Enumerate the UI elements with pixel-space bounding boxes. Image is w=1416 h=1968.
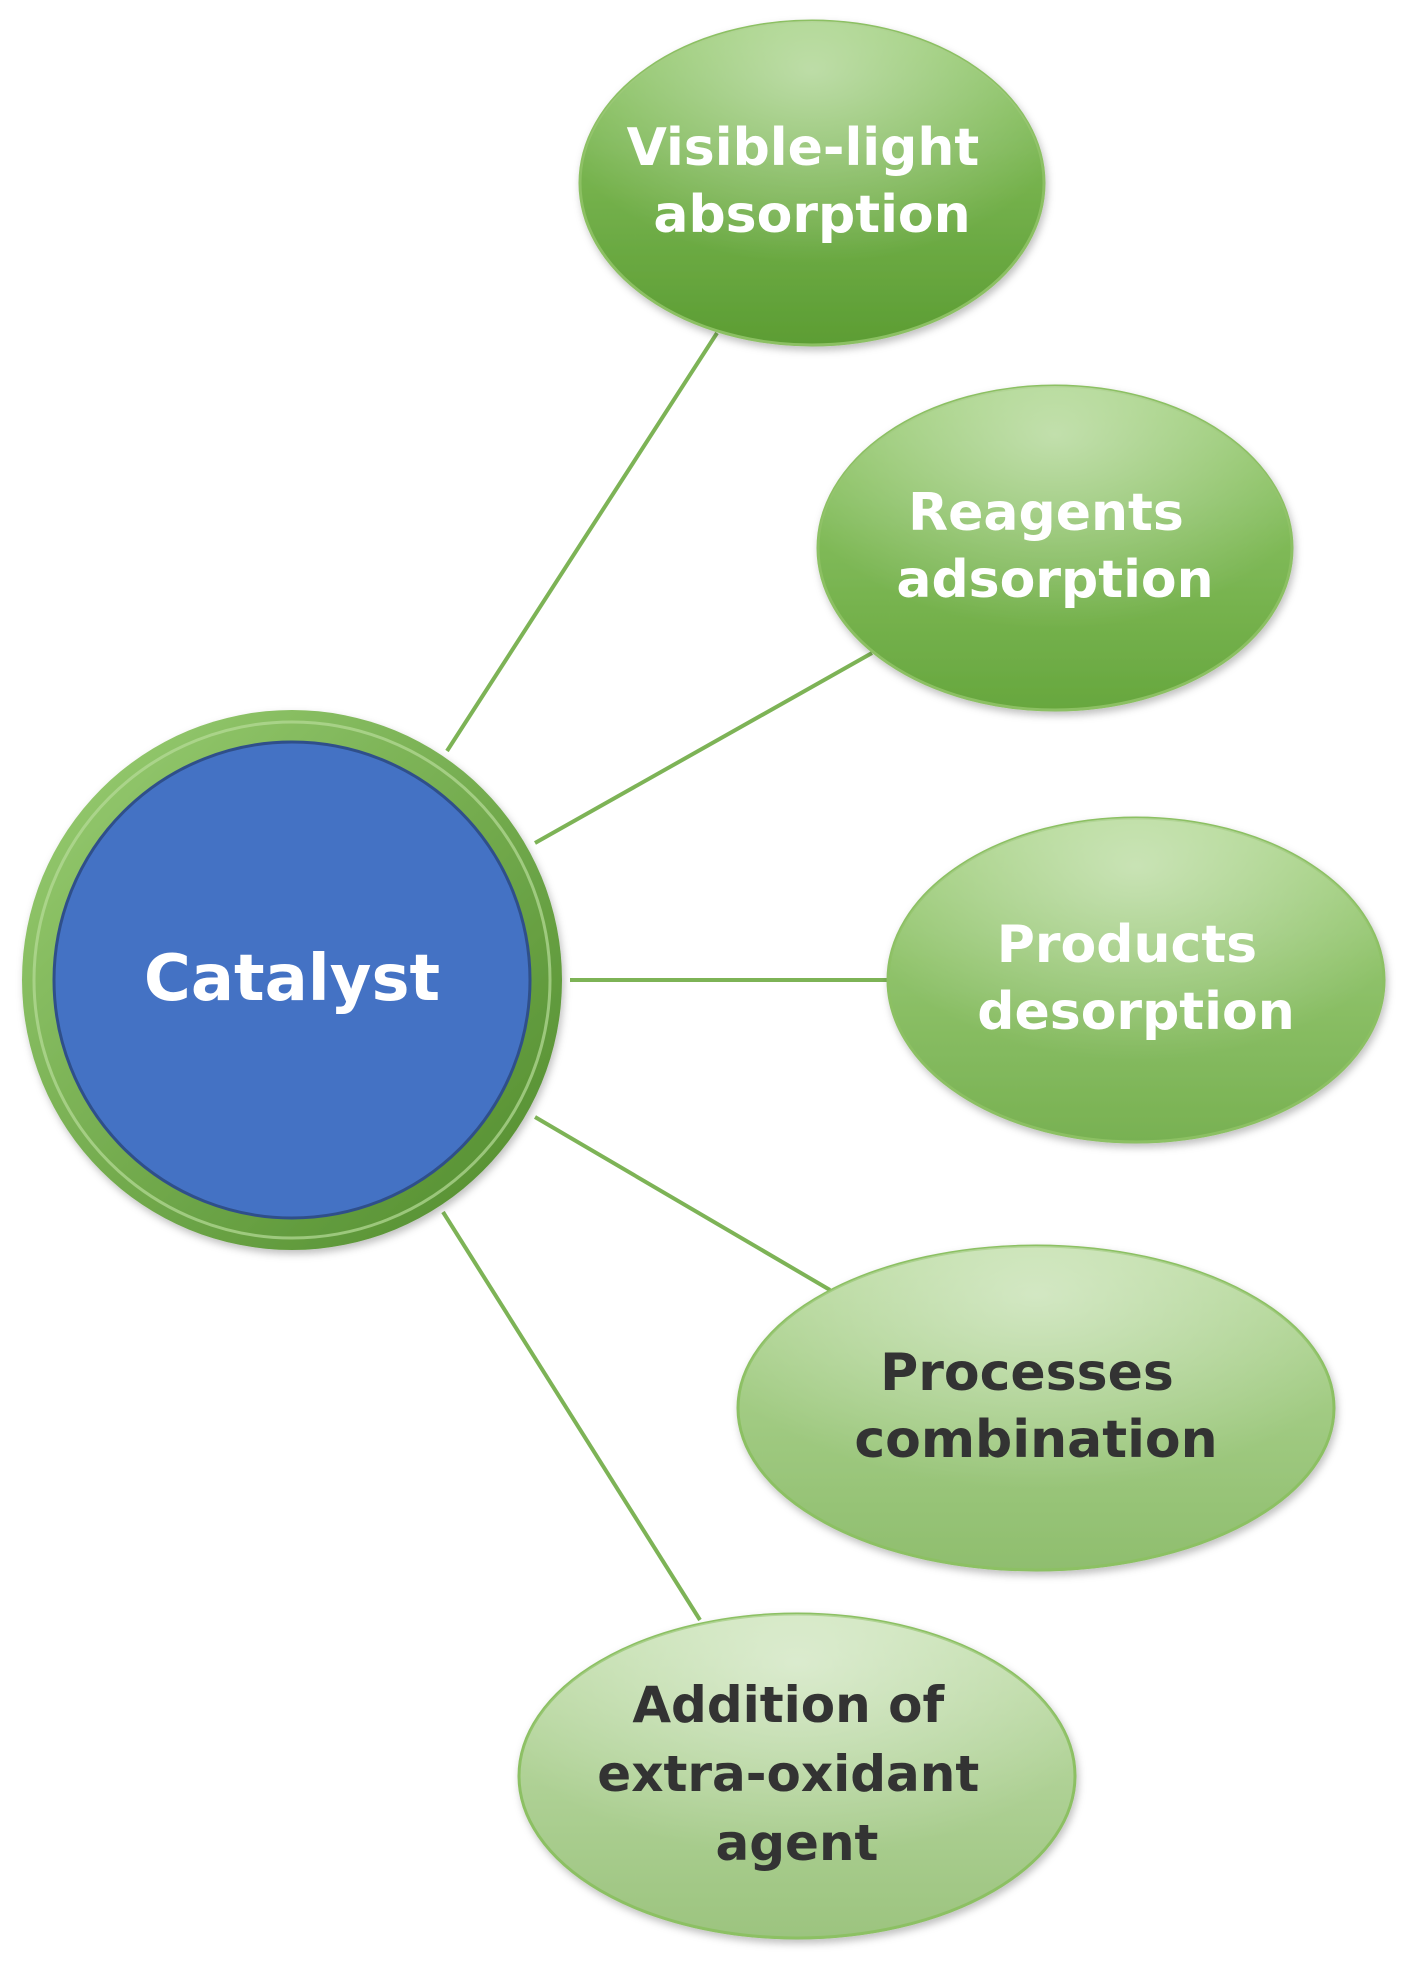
node-label-line: adsorption [896, 550, 1213, 610]
node-label-line: Processes [880, 1343, 1174, 1403]
connector-line [441, 1210, 702, 1622]
catalyst-core [52, 740, 532, 1220]
node-label: Visible-light absorption [627, 118, 998, 245]
node-label-line: Visible-light [627, 118, 980, 178]
node-label-line: desorption [977, 982, 1294, 1042]
node-label-line: Products [997, 915, 1257, 975]
node-reagents-adsorption: Reagents adsorption [816, 384, 1294, 712]
node-label: Addition of extra-oxidant agent [597, 1676, 996, 1872]
node-label: Reagents adsorption [896, 483, 1213, 610]
node-processes-combination: Processes combination [736, 1244, 1336, 1572]
node-label: Processes combination [854, 1343, 1217, 1470]
node-addition-of-extra-oxidant-agent: Addition of extra-oxidant agent [517, 1612, 1077, 1940]
node-label-line: absorption [653, 185, 970, 245]
node-label-line: combination [854, 1410, 1217, 1470]
catalyst-node: Catalyst [22, 710, 562, 1250]
node-products-desorption: Products desorption [886, 816, 1386, 1144]
node-label-line: extra-oxidant [597, 1745, 979, 1803]
node-label-line: agent [716, 1814, 879, 1872]
connector-line [445, 331, 719, 753]
node-label-line: Reagents [908, 483, 1184, 543]
node-label: Products desorption [977, 915, 1294, 1042]
node-label-line: Addition of [632, 1676, 945, 1734]
connector-line [533, 1115, 832, 1292]
catalyst-label: Catalyst [144, 942, 440, 1016]
connectors [441, 331, 888, 1622]
connector-line [534, 651, 873, 845]
node-visible-light-absorption: Visible-light absorption [578, 19, 1046, 347]
